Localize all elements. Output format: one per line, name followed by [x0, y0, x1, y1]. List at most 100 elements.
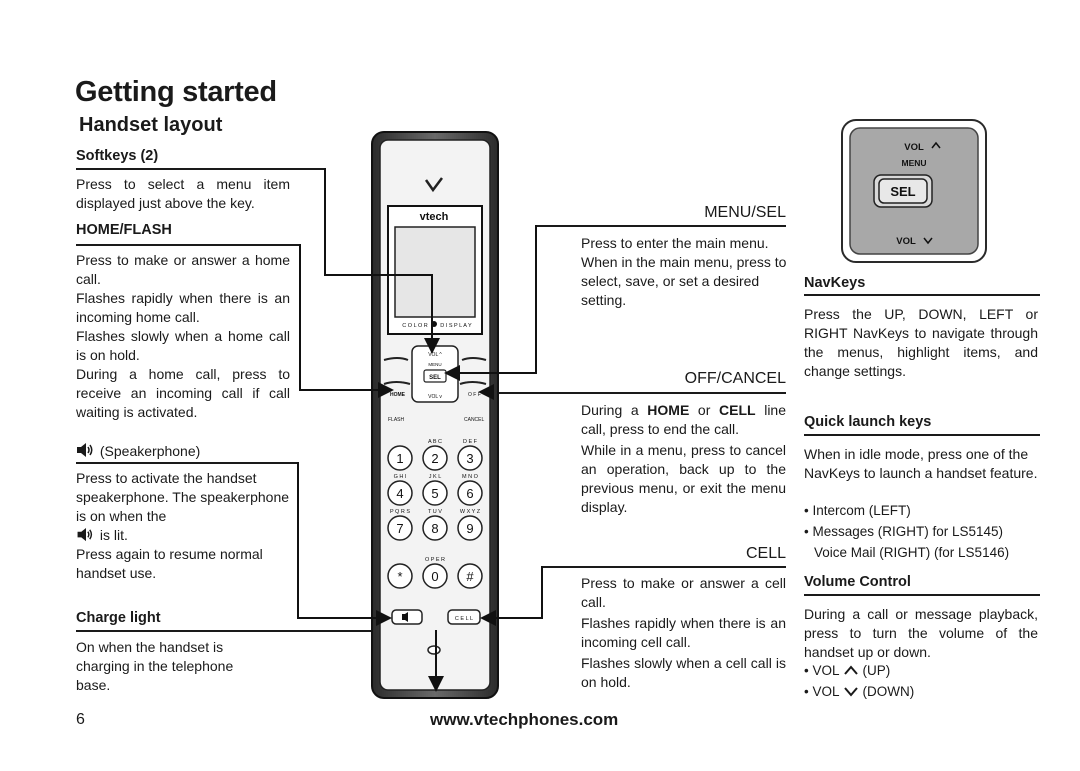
keypad-key-label: 9 — [466, 521, 473, 536]
off-cancel-text: During a HOME or CELL line call, press t… — [581, 402, 787, 515]
speaker-icon — [77, 443, 93, 457]
home-flash-p3: Flashes slowly when a home call is on ho… — [76, 328, 290, 363]
chevron-down-icon — [923, 237, 933, 245]
brand-logo: vtech — [420, 211, 449, 223]
key-letters-label: G H I — [394, 474, 407, 480]
keypad: 1A B C2D E F3G H I4J K L5M N O6P Q R S7T… — [387, 439, 483, 589]
charge-light-text: On when the handset is charging in the t… — [76, 639, 234, 693]
cell-p1: Press to make or answer a cell call. — [581, 575, 786, 610]
keypad-key-6[interactable] — [457, 480, 483, 506]
chevron-up-icon — [931, 141, 941, 149]
home-flash-p1: Press to make or answer a home call. — [76, 252, 290, 287]
key-letters-label: M N O — [462, 474, 479, 480]
svg-text:D I S P L A Y: D I S P L A Y — [440, 323, 472, 329]
quick-launch-heading: Quick launch keys — [804, 414, 932, 430]
key-letters-label: D E F — [463, 439, 478, 445]
speakerphone-p2: Press again to resume normal handset use… — [76, 546, 263, 581]
navpad-vol-down-label: VOL — [896, 236, 916, 247]
svg-text:CANCEL: CANCEL — [464, 417, 485, 423]
svg-text:VOL ^: VOL ^ — [428, 352, 442, 358]
keypad-key-label: 6 — [466, 486, 473, 501]
home-flash-heading: HOME/FLASH — [76, 222, 172, 238]
charge-light-rule — [76, 630, 436, 632]
keypad-key-label: 2 — [431, 451, 438, 466]
svg-text:SEL: SEL — [429, 375, 441, 381]
speaker-icon-inline — [77, 527, 93, 542]
footer-url[interactable]: www.vtechphones.com — [430, 710, 619, 729]
home-flash-text: Press to make or answer a home call. Fla… — [76, 251, 290, 422]
key-letters-label: O P E R — [425, 557, 445, 563]
keypad-key-label: 8 — [431, 521, 438, 536]
navpad-sel-label: SEL — [890, 184, 915, 199]
key-letters-label: W X Y Z — [460, 509, 481, 515]
menu-sel-rule — [536, 225, 786, 227]
svg-text:O F F: O F F — [468, 392, 481, 398]
keypad-key-label: * — [397, 569, 402, 584]
cell-p2: Flashes rapidly when there is an incomin… — [581, 615, 786, 650]
svg-text:C E L L: C E L L — [455, 616, 473, 622]
speakerphone-heading: (Speakerphone) — [99, 443, 201, 459]
cell-heading: CELL — [745, 545, 786, 562]
speakerphone-p1a: Press to activate the handset speakerpho… — [76, 470, 290, 524]
keypad-key-label: 7 — [396, 521, 403, 536]
key-letters-label: T U V — [428, 509, 442, 515]
off-key — [459, 381, 487, 385]
quick-launch-b1: • Intercom (LEFT) — [804, 503, 911, 518]
key-letters-label: P Q R S — [390, 509, 410, 515]
volume-bullets: • VOL (UP) • VOL (DOWN) — [804, 663, 915, 699]
keypad-key-label: 0 — [431, 569, 438, 584]
keypad-key-label: # — [466, 569, 474, 584]
home-flash-p4: During a home call, press to receive an … — [76, 366, 290, 420]
keypad-key-1[interactable] — [387, 445, 413, 471]
cell-text: Press to make or answer a cell call. Fla… — [581, 574, 786, 692]
keypad-key-label: 1 — [396, 451, 403, 466]
softkeys-text: Press to select a menu item displayed ju… — [76, 176, 290, 211]
off-cancel-heading: OFF/CANCEL — [684, 370, 786, 387]
key-letters-label: A B C — [428, 439, 442, 445]
svg-text:C O L O R: C O L O R — [402, 323, 427, 329]
charge-light-heading: Charge light — [76, 610, 161, 626]
svg-text:MENU: MENU — [428, 362, 441, 367]
svg-text:VOL v: VOL v — [428, 394, 442, 400]
menu-sel-heading: MENU/SEL — [704, 204, 786, 221]
keypad-key-5[interactable] — [422, 480, 448, 506]
keypad-key-label: 3 — [466, 451, 473, 466]
navpad-illustration: VOL MENU SEL VOL — [841, 119, 987, 263]
navkeys-rule — [804, 294, 1040, 296]
navkeys-heading: NavKeys — [804, 275, 866, 291]
navpad-menu-label: MENU — [901, 158, 926, 168]
quick-launch-text: When in idle mode, press one of the NavK… — [804, 446, 1038, 481]
off-cancel-p2: While in a menu, press to cancel an oper… — [581, 442, 786, 515]
home-flash-rule — [76, 244, 300, 246]
cell-p3: Flashes slowly when a cell call is on ho… — [581, 655, 786, 690]
quick-launch-rule — [804, 434, 1040, 436]
speakerphone-heading-row: (Speakerphone) — [76, 442, 200, 461]
volume-rule — [804, 594, 1040, 596]
display-screen — [394, 226, 476, 318]
speakerphone-rule — [76, 462, 298, 464]
speakerphone-text: Press to activate the handset speakerpho… — [76, 469, 292, 583]
softkeys-heading: Softkeys (2) — [76, 148, 159, 164]
keypad-key-label: 5 — [431, 486, 438, 501]
navkeys-text: Press the UP, DOWN, LEFT or RIGHT NavKey… — [804, 306, 1039, 379]
keypad-key-2[interactable] — [422, 445, 448, 471]
charge-light — [427, 645, 441, 655]
keypad-key-9[interactable] — [457, 515, 483, 541]
volume-text: During a call or message playback, press… — [804, 606, 1038, 660]
keypad-key-8[interactable] — [422, 515, 448, 541]
page-title: Getting started — [75, 76, 277, 108]
cell-rule — [542, 566, 786, 568]
page-subtitle: Handset layout — [79, 114, 223, 136]
keypad-key-0[interactable] — [422, 563, 448, 589]
chevron-down-icon — [844, 687, 858, 697]
softkeys-rule — [76, 168, 325, 170]
chevron-up-icon — [844, 665, 858, 675]
off-cancel-rule — [486, 392, 786, 394]
home-flash-p2: Flashes rapidly when there is an incomin… — [76, 290, 290, 325]
navpad-sel-key — [878, 178, 928, 204]
volume-heading: Volume Control — [804, 574, 911, 590]
keypad-key-3[interactable] — [457, 445, 483, 471]
speaker-icon — [402, 612, 408, 622]
speakerphone-p1b: is lit. — [99, 527, 128, 543]
menu-sel-text: Press to enter the main menu. When in th… — [581, 235, 787, 308]
